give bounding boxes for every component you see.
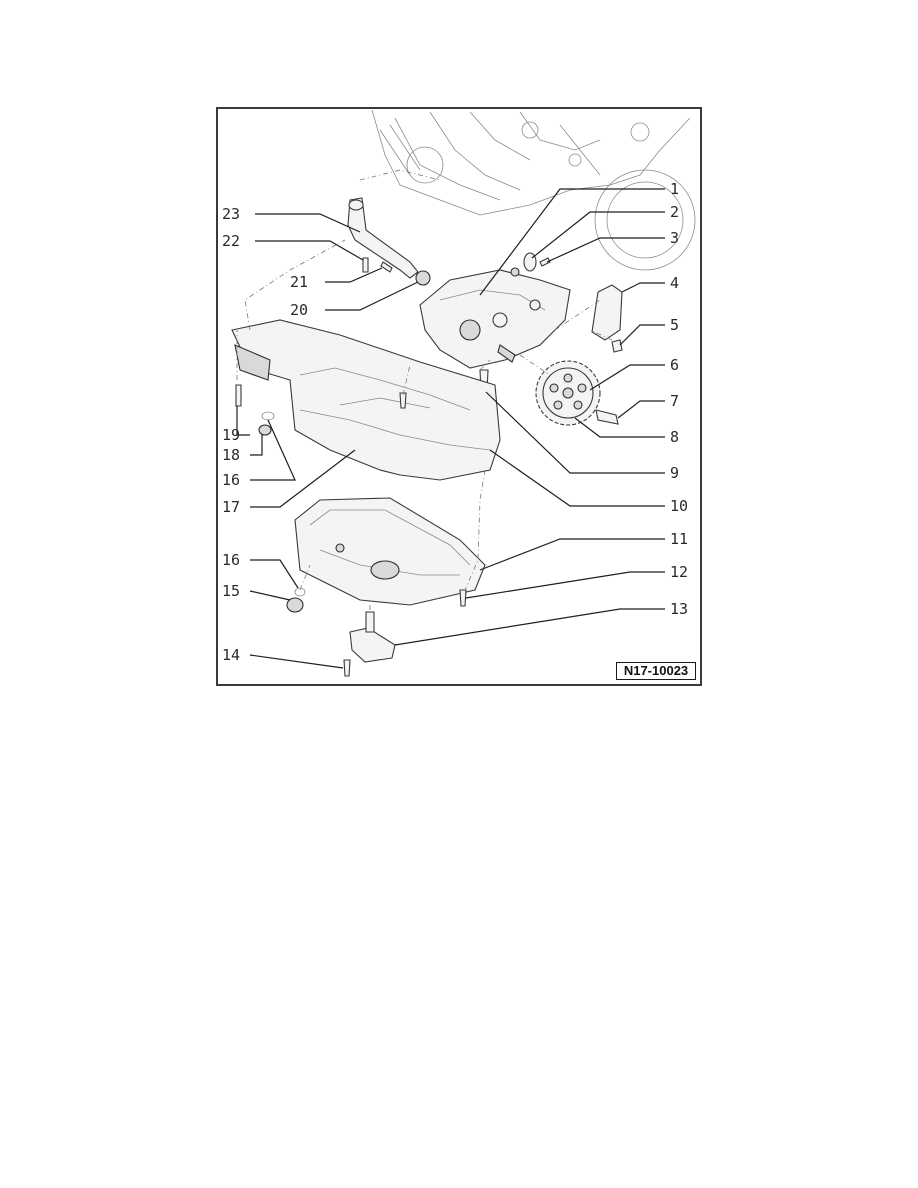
callout-6: 6 <box>670 356 679 374</box>
callout-9: 9 <box>670 464 679 482</box>
bolt-19 <box>235 384 242 407</box>
callout-labels: 1 2 3 4 5 6 7 8 9 10 11 12 13 14 15 16 1… <box>222 180 688 664</box>
callout-16-lower: 16 <box>222 551 240 569</box>
callout-2: 2 <box>670 203 679 221</box>
callout-15: 15 <box>222 582 240 600</box>
seal-1 <box>510 267 520 277</box>
callout-16-upper: 16 <box>222 471 240 489</box>
engine-block-outline <box>371 109 696 271</box>
callout-13: 13 <box>670 600 688 618</box>
figure-reference-code: N17-10023 <box>616 662 696 680</box>
bolt-7 <box>595 409 619 425</box>
callout-23: 23 <box>222 205 240 223</box>
callout-5: 5 <box>670 316 679 334</box>
sprocket-and-chain <box>535 360 601 426</box>
oil-level-sensor <box>349 611 396 663</box>
plug-18 <box>258 424 272 436</box>
callout-17: 17 <box>222 498 240 516</box>
callout-7: 7 <box>670 392 679 410</box>
assembly-lines <box>236 169 613 612</box>
callout-19: 19 <box>222 426 240 444</box>
o-ring-20 <box>415 270 431 286</box>
lower-oil-pan <box>294 497 486 606</box>
bolt-22 <box>362 257 369 273</box>
callout-10: 10 <box>670 497 688 515</box>
seal-16-lower <box>294 587 306 597</box>
bolt-21 <box>380 261 393 273</box>
callout-22: 22 <box>222 232 240 250</box>
callout-4: 4 <box>670 274 679 292</box>
callout-20: 20 <box>290 301 308 319</box>
bolt-5 <box>611 339 623 353</box>
callout-14: 14 <box>222 646 240 664</box>
bolt-14 <box>343 659 351 677</box>
cover-4 <box>591 284 623 341</box>
seal-16-upper <box>261 411 275 421</box>
callout-8: 8 <box>670 428 679 446</box>
callout-18: 18 <box>222 446 240 464</box>
leader-lines <box>236 188 665 669</box>
oil-pickup-pipe <box>347 197 419 279</box>
bolt-17 <box>399 392 407 409</box>
callout-3: 3 <box>670 229 679 247</box>
bolt-12 <box>459 589 467 607</box>
callout-1: 1 <box>670 180 679 198</box>
callout-11: 11 <box>670 530 688 548</box>
oil-pump <box>419 269 571 369</box>
plug-3 <box>539 257 551 267</box>
drain-plug-15 <box>286 597 304 613</box>
upper-oil-pan <box>231 319 501 481</box>
callout-21: 21 <box>290 273 308 291</box>
callout-12: 12 <box>670 563 688 581</box>
